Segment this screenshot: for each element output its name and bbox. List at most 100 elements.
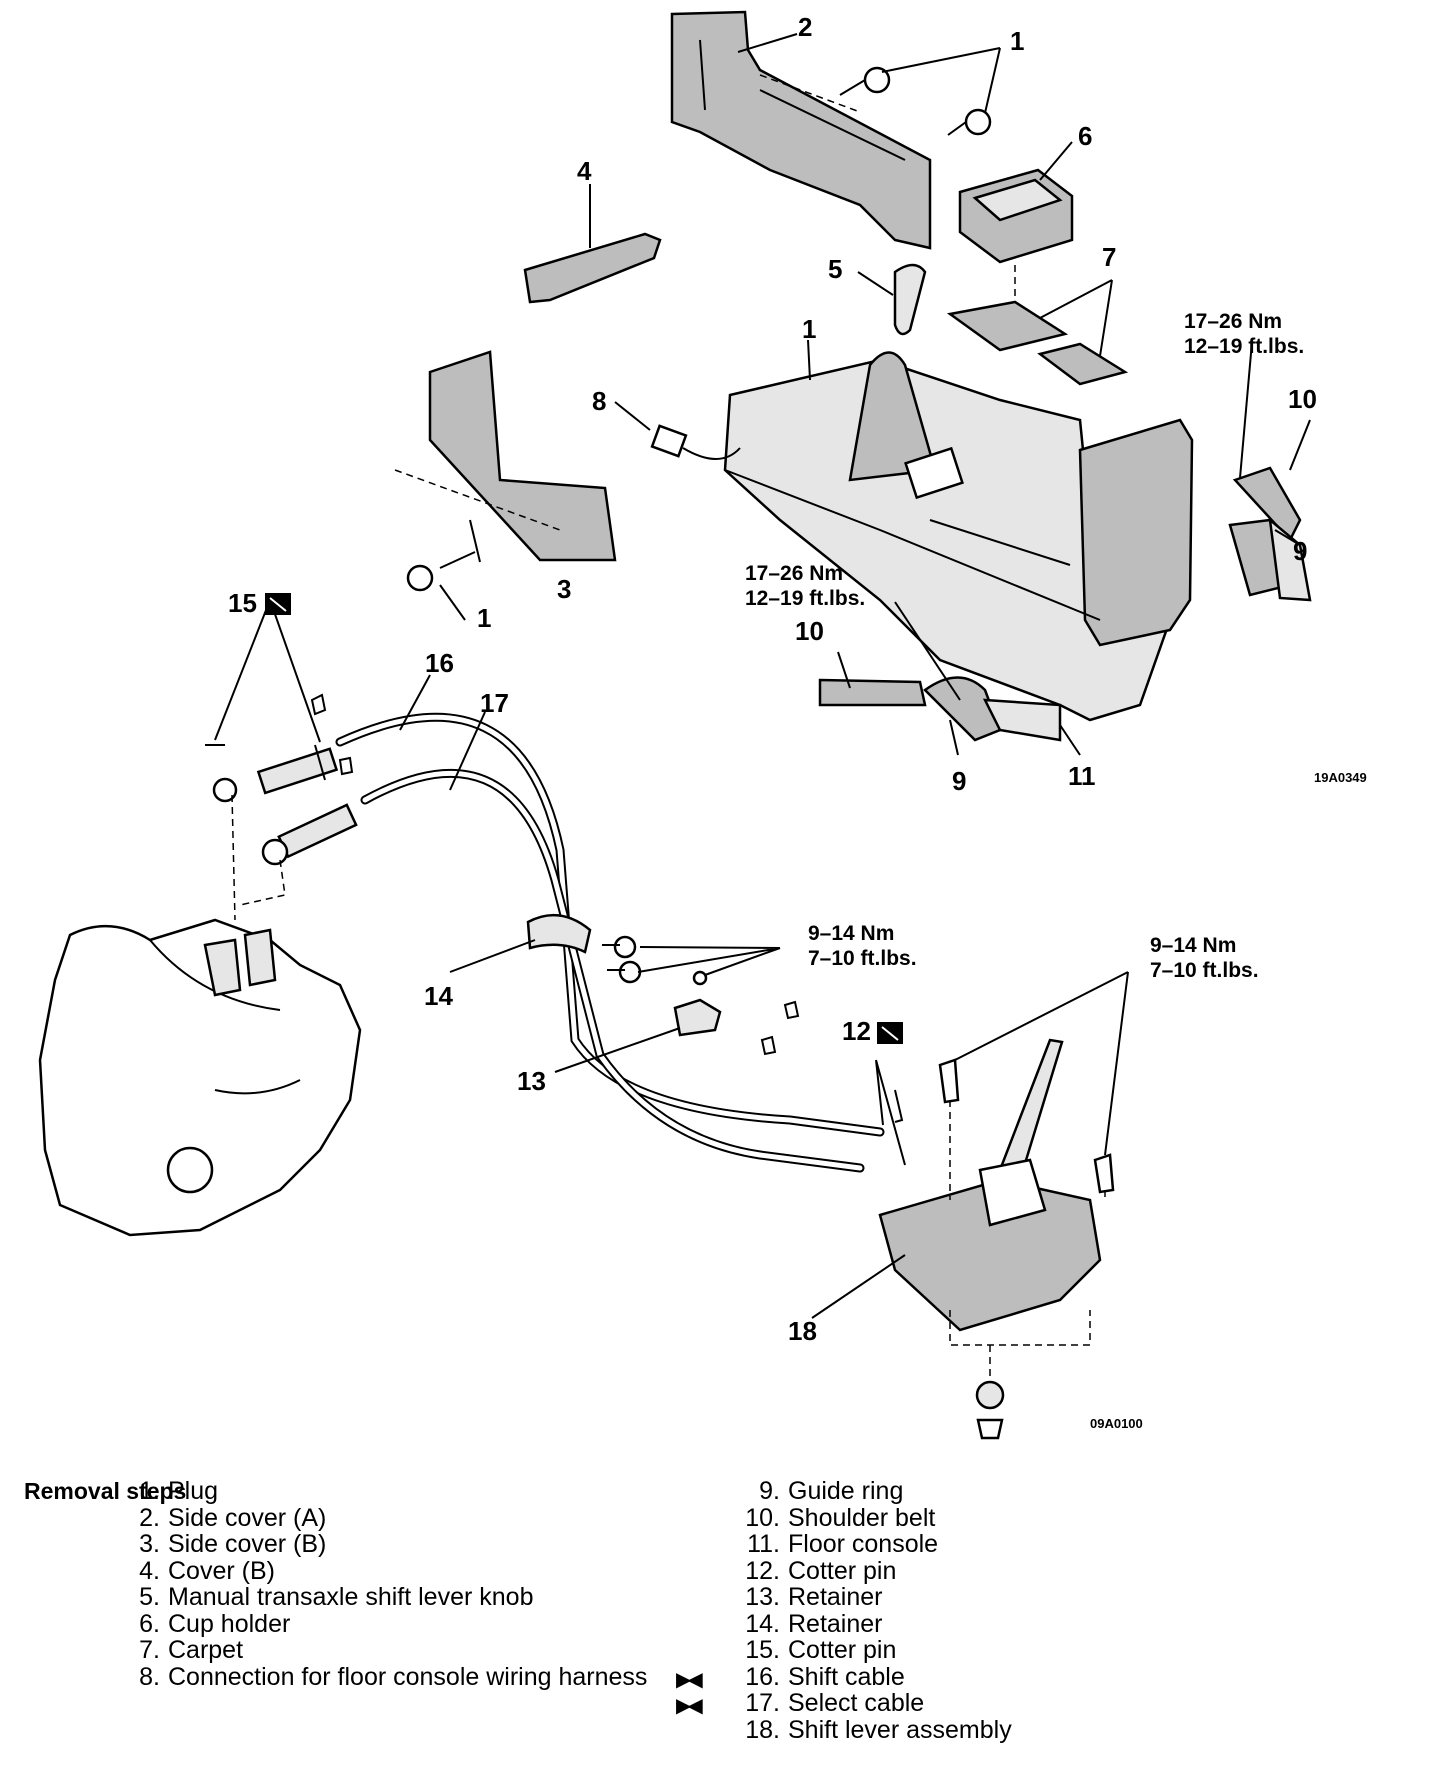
side-cover-b [394,350,617,592]
legend-item: 4. Cover (B) [112,1556,672,1585]
plug-upper-pair [839,66,992,136]
install-marker-icon: ▶◀ [676,1668,703,1691]
legend-item-text: Cover (B) [168,1556,275,1585]
shift-lever-knob [893,263,927,336]
wiring-harness-connector [650,424,741,460]
legend-item-number: 4. [139,1556,160,1585]
torque-bracket-ftlbs: 7–10 ft.lbs. [808,947,917,970]
retainer-13 [673,998,722,1037]
legend-item: 13. Retainer [732,1584,1332,1611]
clips [310,693,800,1056]
shoulder-belt-lower [818,676,1062,742]
callout-14: 14 [424,981,453,1011]
legend-item: 1. Plug [112,1478,672,1505]
callout-1-console: 1 [802,314,816,344]
figure-id-upper: 19A0349 [1314,770,1367,785]
shift-lever-assembly [878,1038,1115,1440]
legend-item-text: Side cover (B) [168,1530,327,1558]
callout-11: 11 [1068,761,1096,791]
legend-item: 14.Retainer [732,1609,1332,1638]
callout-1-left: 1 [477,603,491,633]
torque-console-nm: 17–26 Nm [745,562,843,585]
callout-9-right: 9 [1293,536,1307,566]
legend-item: 2. Side cover (A) [112,1503,672,1532]
legend-item-number: 7. [139,1636,160,1664]
callout-8: 8 [592,386,606,416]
torque-specs: 17–26 Nm 12–19 ft.lbs. 17–26 Nm 12–19 ft… [745,310,1304,982]
shift-cable [335,712,885,1137]
legend-item-text: Plug [168,1477,219,1505]
callout-16: 16 [425,648,454,678]
legend-item-text: Shift cable [788,1662,905,1691]
legend-item-text: Retainer [788,1583,883,1611]
callout-3: 3 [557,574,571,604]
callout-2: 2 [798,12,812,42]
callout-5: 5 [828,254,842,284]
callout-10-right: 10 [1288,384,1317,414]
legend-item: 17.▶◀ Select cable [676,1689,1332,1717]
legend-item-text: Cup holder [168,1609,291,1638]
legend-item-number: 18. [745,1715,780,1744]
torque-console-ftlbs: 12–19 ft.lbs. [745,587,865,610]
cover-b [523,232,662,304]
callout-18: 18 [788,1316,817,1346]
floor-console [723,351,1194,722]
callout-12: 12 [842,1016,871,1046]
legend-item: 6. Cup holder [112,1609,672,1638]
legend-item: 11.Floor console [732,1531,1332,1558]
legend-item-number: 8. [139,1662,160,1691]
legend-item-text: Retainer [788,1609,883,1638]
shoulder-belt-right [1228,466,1312,602]
torque-upper-ftlbs: 12–19 ft.lbs. [1184,335,1304,358]
side-cover-a [670,10,932,250]
legend-item-text: Shoulder belt [788,1503,936,1532]
callout-17: 17 [480,688,509,718]
legend-item: 12.Cotter pin [732,1556,1332,1585]
legend-item-number: 10. [745,1503,780,1532]
carpet-pieces [946,300,1129,386]
legend-item-number: 2. [139,1503,160,1532]
legend-item-number: 15. [745,1636,780,1664]
torque-bracket-nm: 9–14 Nm [808,922,894,945]
callout-9-lower: 9 [952,766,966,796]
legend-item-text: Connection for floor console wiring harn… [168,1662,648,1691]
torque-lever-nm: 9–14 Nm [1150,934,1236,957]
callout-10-lower: 10 [795,616,824,646]
legend-item: 15. Cotter pin [732,1637,1332,1664]
callout-15: 15 [228,588,257,618]
cup-holder [958,168,1074,310]
cotter-pin-15 [205,599,326,781]
legend-item-text: Select cable [788,1689,925,1717]
legend-item-number: 11. [747,1530,780,1558]
legend-item: 16.▶◀ Shift cable [676,1662,1332,1691]
select-cable [360,768,865,1173]
cable-ends-transaxle [212,747,358,921]
legend-item-text: Cotter pin [788,1636,897,1664]
legend-item-number: 17.▶◀ [676,1690,780,1717]
legend-item: 9. Guide ring [732,1478,1332,1505]
legend-item-number: 12. [745,1556,780,1585]
legend-item: 8. Connection for floor console wiring ha… [112,1662,672,1691]
callout-13: 13 [517,1066,546,1096]
transaxle [38,918,362,1237]
legend-item-number: 9. [759,1477,780,1505]
legend-item-number: 13. [745,1583,780,1611]
legend-item-number: 6. [139,1609,160,1638]
legend-item-text: Carpet [168,1636,244,1664]
retainer-14 [526,913,592,954]
exploded-parts-diagram: 2 1 6 4 5 7 1 8 10 9 3 1 10 9 11 15 16 1… [38,10,1367,1440]
legend-item-text: Guide ring [788,1477,904,1505]
legend-item: 5.Manual transaxle shift lever knob [112,1584,672,1611]
legend-item-number: 1. [139,1477,160,1505]
special-note-boxes [265,593,903,1044]
torque-upper-nm: 17–26 Nm [1184,310,1282,333]
legend-item-text: Side cover (A) [168,1503,327,1532]
legend-item-text: Manual transaxle shift lever knob [168,1583,534,1611]
legend-item: 10. Shoulder belt [732,1503,1332,1532]
legend-item-number: 16.▶◀ [676,1663,780,1690]
legend-item-number: 3. [139,1530,160,1558]
bracket-bolts [602,935,708,986]
install-marker-icon: ▶◀ [676,1695,703,1717]
